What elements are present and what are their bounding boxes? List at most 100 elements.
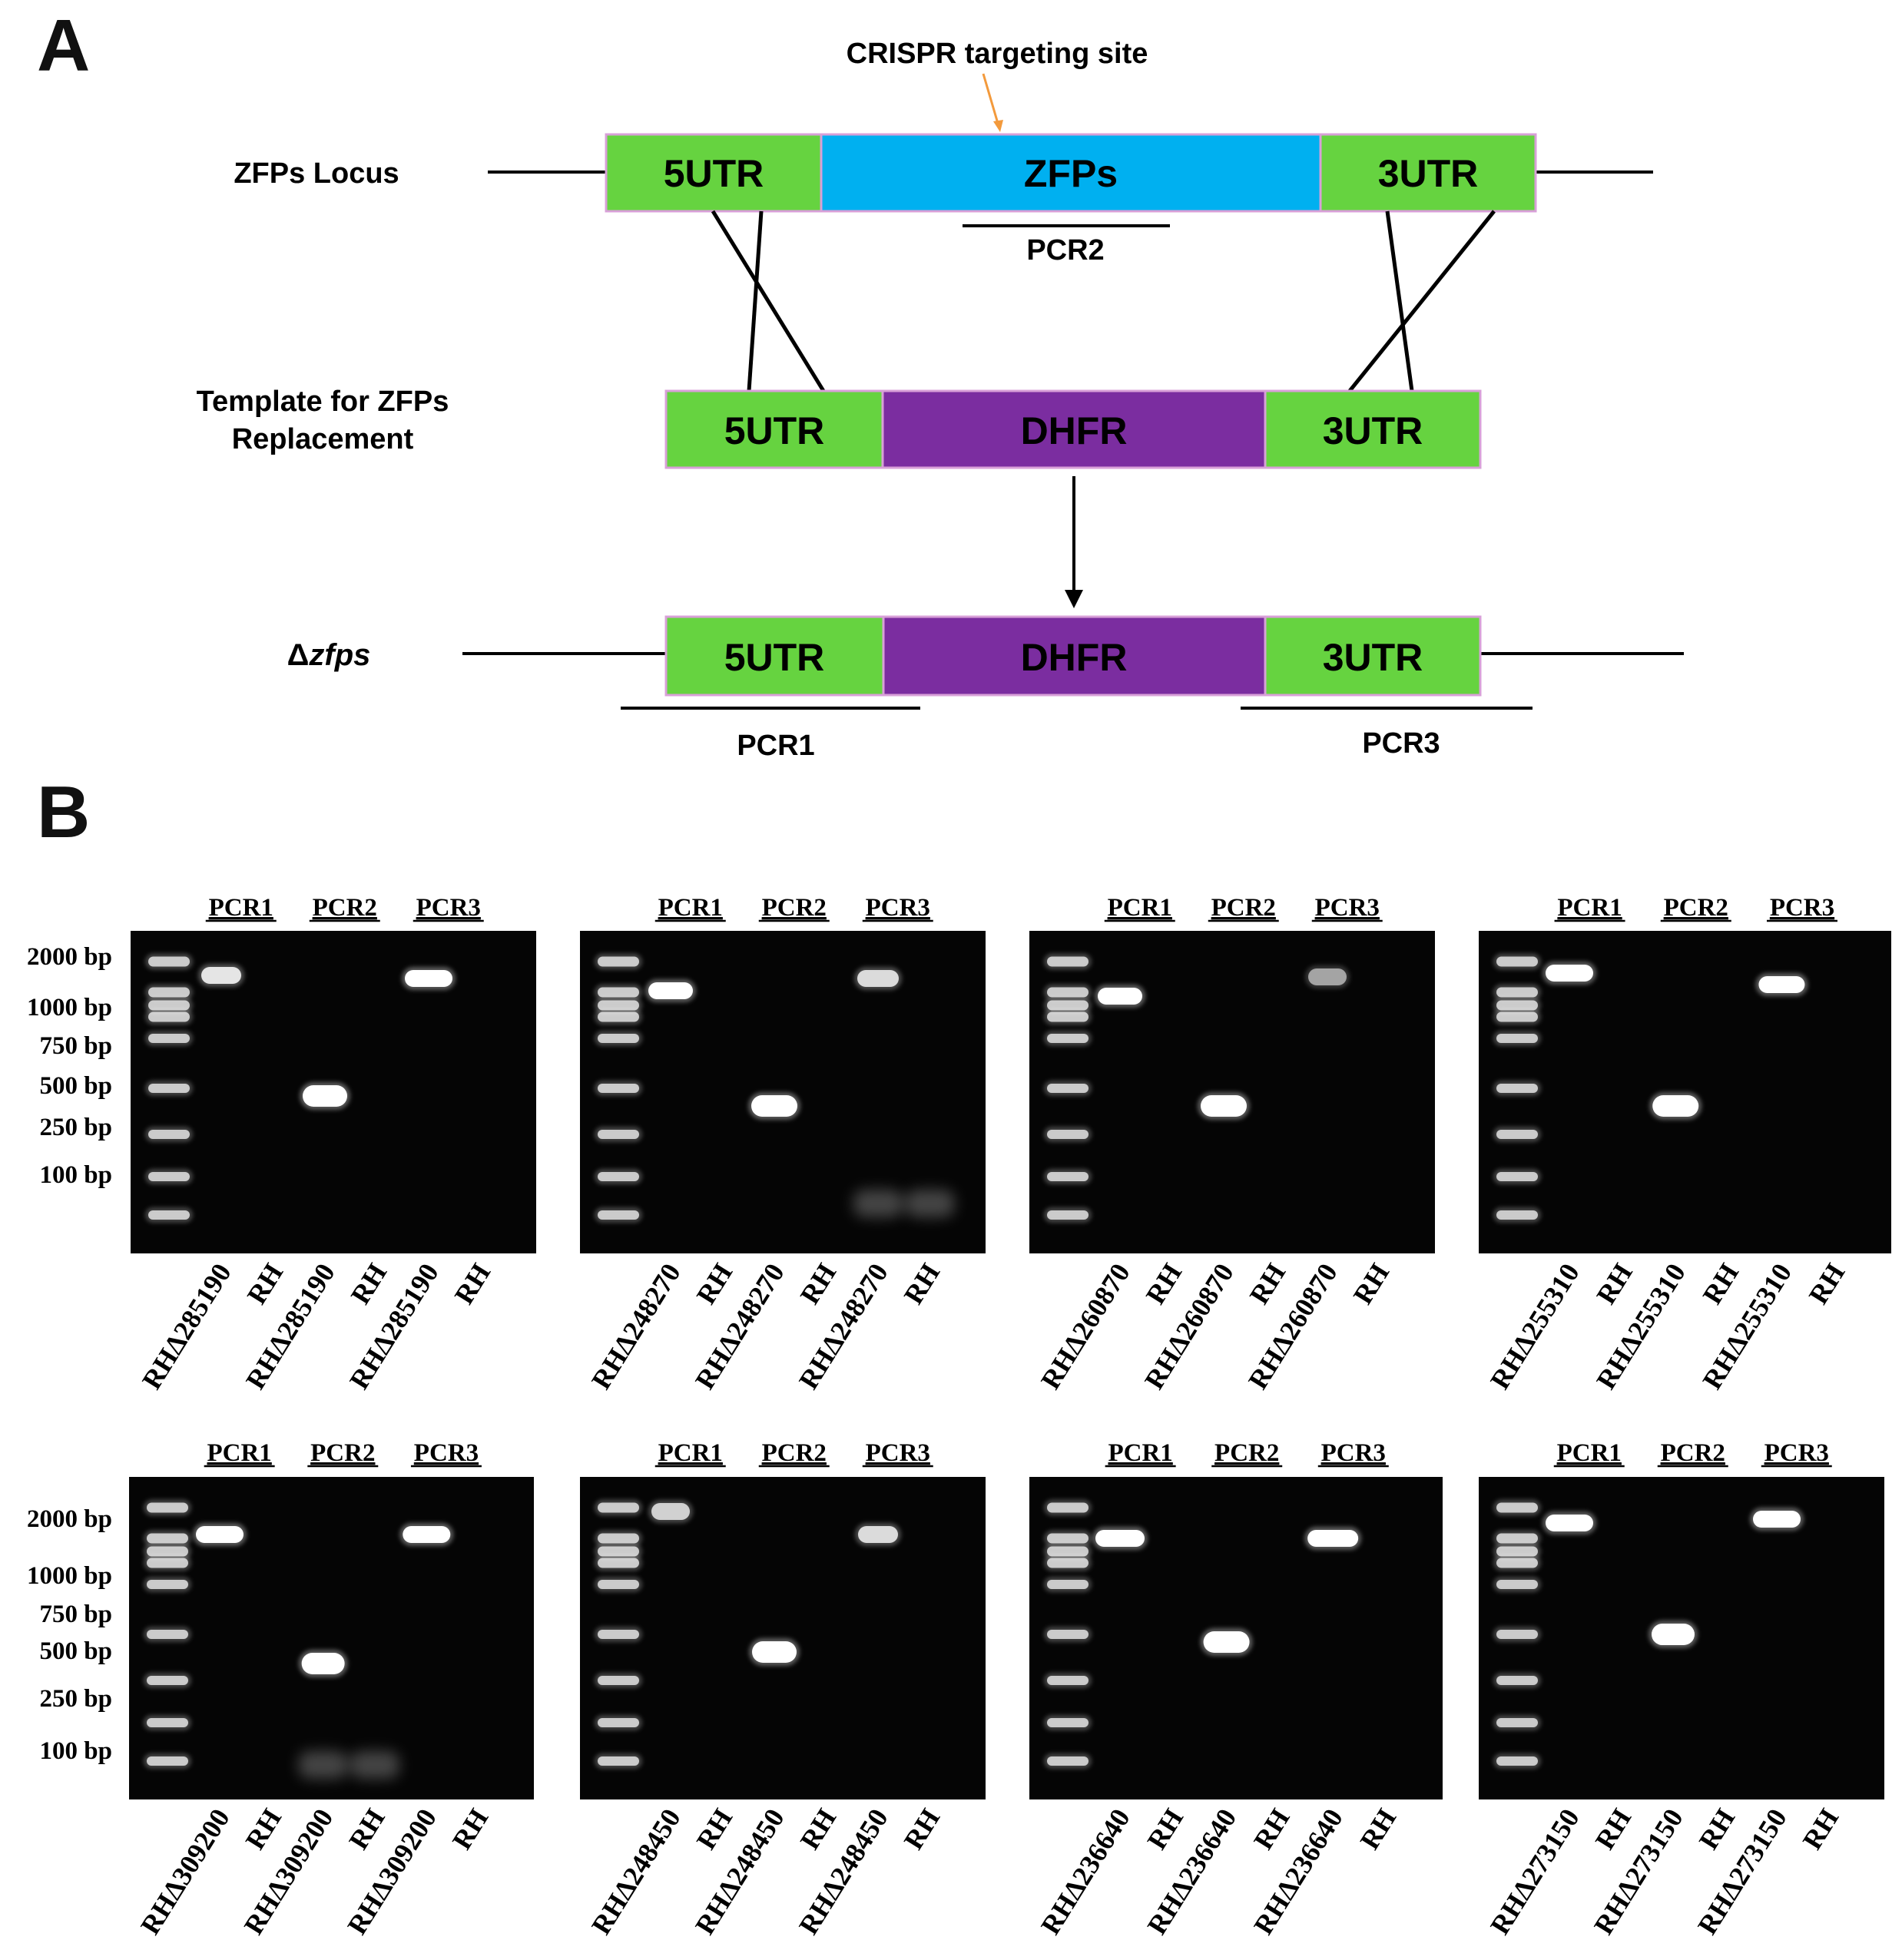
ladder-band xyxy=(1496,1756,1538,1766)
ladder-size-label: 100 bp xyxy=(40,1737,112,1765)
pcr-product-band xyxy=(751,1095,797,1117)
ladder-size-label: 2000 bp xyxy=(27,1505,112,1533)
lane-label: RHΔ309200 xyxy=(134,1803,236,1940)
ladder-band xyxy=(147,1546,188,1557)
pcr1-label: PCR1 xyxy=(737,730,814,762)
locus-label: ZFPs Locus xyxy=(234,157,399,190)
pcr-product-band xyxy=(303,1085,347,1107)
ladder-band xyxy=(598,1580,639,1589)
pcr-header: PCR3 xyxy=(1315,894,1380,922)
lane-label: RH xyxy=(1347,1258,1396,1309)
lane-label: RH xyxy=(1590,1258,1639,1309)
ladder-size-label: 250 bp xyxy=(40,1685,112,1713)
pcr-product-band xyxy=(1652,1095,1699,1117)
ladder-band xyxy=(1496,1172,1538,1181)
locus-zfps-box xyxy=(820,133,1322,213)
pcr-product-band xyxy=(1652,1624,1695,1645)
ladder-band xyxy=(148,987,190,998)
pcr-header: PCR2 xyxy=(1214,1439,1279,1467)
ladder-band xyxy=(598,1011,639,1022)
knockout-label: Δzfps xyxy=(287,638,371,672)
pcr-product-band xyxy=(403,1526,451,1543)
pcr-product-band xyxy=(858,1526,898,1543)
pcr-header: PCR1 xyxy=(1108,894,1172,922)
ladder-band xyxy=(598,1502,639,1513)
knockout-label-delta: Δ xyxy=(287,638,310,672)
ladder-band xyxy=(598,1034,639,1043)
pcr-product-band xyxy=(857,970,899,987)
pcr-product-band xyxy=(1758,976,1805,993)
pcr-product-band xyxy=(1307,1530,1359,1547)
ladder-band xyxy=(1496,1130,1538,1139)
lane-label: RH xyxy=(1140,1258,1188,1309)
pcr-header: PCR1 xyxy=(1557,894,1622,922)
ladder-band xyxy=(1496,1084,1538,1093)
ladder-band xyxy=(1496,1546,1538,1557)
pcr-header: PCR3 xyxy=(1764,1439,1829,1467)
knockout-label-gene: zfps xyxy=(308,638,370,672)
ladder-band xyxy=(598,1084,639,1093)
panel-a-label: A xyxy=(37,5,90,87)
pcr-header: PCR1 xyxy=(207,1439,271,1467)
ladder-band xyxy=(1496,1034,1538,1043)
crossover-line-3b xyxy=(1348,210,1496,392)
ladder-band xyxy=(1047,1546,1089,1557)
lane-label: RH xyxy=(1797,1803,1845,1855)
ladder-size-label: 1000 bp xyxy=(27,1562,112,1590)
lane-label: RH xyxy=(446,1803,495,1855)
crossover-line-5a xyxy=(711,210,826,392)
pcr-header: PCR3 xyxy=(416,894,481,922)
locus-3utr-box xyxy=(1319,133,1537,213)
primer-dimer-smear xyxy=(298,1751,348,1779)
knockout-dhfr-box xyxy=(882,615,1267,697)
ladder-size-label: 1000 bp xyxy=(27,994,112,1021)
ladder-band xyxy=(147,1756,188,1766)
ladder-band xyxy=(148,1172,190,1181)
ladder-band xyxy=(1496,1210,1538,1220)
ladder-band xyxy=(147,1558,188,1568)
ladder-band xyxy=(1496,987,1538,998)
lane-label: RHΔ285190 xyxy=(136,1258,237,1395)
knockout-5utr-box xyxy=(664,615,885,697)
pcr-product-band xyxy=(1201,1095,1247,1117)
lane-label: RH xyxy=(898,1258,946,1309)
ladder-band xyxy=(148,1210,190,1220)
ladder-band xyxy=(147,1533,188,1544)
knockout-5utr-label: 5UTR xyxy=(724,636,825,679)
ladder-band xyxy=(1047,1172,1089,1181)
lane-label: RH xyxy=(449,1258,497,1309)
lane-label: RH xyxy=(1244,1258,1292,1309)
lane-label: RH xyxy=(1248,1803,1296,1855)
lane-label: RHΔ236640 xyxy=(1035,1803,1136,1940)
template-label-line1: Template for ZFPs xyxy=(197,386,449,418)
ladder-band xyxy=(598,1533,639,1544)
pcr-header: PCR1 xyxy=(658,1439,723,1467)
pcr-header: PCR2 xyxy=(762,1439,827,1467)
ladder-band xyxy=(148,1130,190,1139)
ladder-size-label: 250 bp xyxy=(40,1114,112,1141)
lane-label: RHΔ248270 xyxy=(585,1258,687,1395)
ladder-band xyxy=(147,1502,188,1513)
ladder-band xyxy=(1496,1533,1538,1544)
ladder-band xyxy=(1047,1533,1089,1544)
ladder-band xyxy=(1496,1011,1538,1022)
lane-label: RH xyxy=(1697,1258,1745,1309)
lane-label: RH xyxy=(691,1258,739,1309)
primer-dimer-smear xyxy=(853,1190,903,1217)
pcr-product-band xyxy=(405,970,452,987)
knockout-3utr-label: 3UTR xyxy=(1323,636,1423,679)
ladder-band xyxy=(598,1000,639,1011)
lane-label: RH xyxy=(345,1258,393,1309)
ladder-size-label: 750 bp xyxy=(40,1601,112,1628)
ladder-band xyxy=(1047,1502,1089,1513)
primer-dimer-smear xyxy=(905,1190,955,1217)
lane-label: RH xyxy=(1142,1803,1190,1855)
ladder-band xyxy=(1047,1580,1089,1589)
pcr-product-band xyxy=(196,1526,244,1543)
ladder-band xyxy=(598,987,639,998)
